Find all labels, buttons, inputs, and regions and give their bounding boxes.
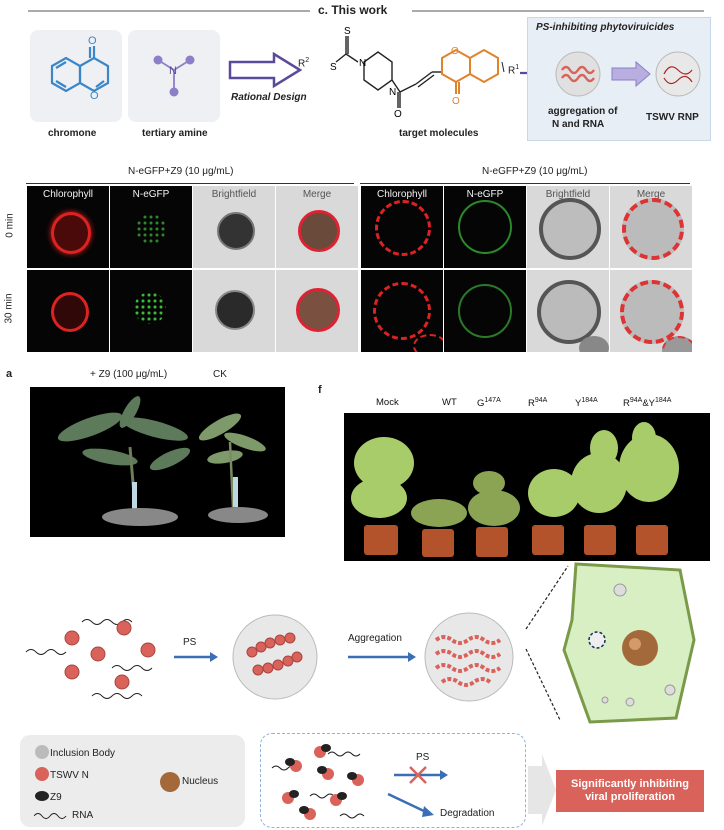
panel-a-letter: a <box>6 368 13 380</box>
panel-f-photo <box>344 413 710 561</box>
chromone-structure: O O <box>50 35 110 102</box>
svg-text:S: S <box>330 62 337 73</box>
left-group-rule <box>26 183 354 184</box>
result-label-2: viral proliferation <box>585 791 675 803</box>
mic-left-chlorophyll-0: Chlorophyll <box>27 186 109 268</box>
legend-z9: Z9 <box>50 792 62 803</box>
mic-right-merge-0: Merge <box>610 186 692 268</box>
svg-text:O: O <box>394 109 402 120</box>
mic-left-gfp-30 <box>110 270 192 352</box>
mic-left-brightfield-30 <box>193 270 275 352</box>
rational-design-label: Rational Design <box>231 92 307 103</box>
svg-text:O: O <box>90 90 99 102</box>
rnp-label: TSWV RNP <box>646 112 699 123</box>
right-group-title: N-eGFP+Z9 (10 μg/mL) <box>482 166 588 177</box>
section-rule-right <box>412 10 704 12</box>
legend-inclusion-body: Inclusion Body <box>50 748 116 759</box>
section-title: c. This work <box>318 3 388 17</box>
ps-label-1: PS <box>183 637 197 648</box>
panel-f-label-r94a: R94A <box>528 397 548 410</box>
result-box: Significantly inhibiting viral prolifera… <box>556 770 704 812</box>
aggregation-arrow <box>348 652 416 662</box>
legend-rna: RNA <box>72 810 94 821</box>
row-label-0min: 0 min <box>4 213 16 238</box>
r1-substituent: R1 <box>508 64 520 77</box>
z9-bound-n-complexes <box>271 744 365 820</box>
chromone-label: chromone <box>48 128 97 139</box>
panel-f-label-y184a: Y184A <box>575 397 598 410</box>
mic-left-gfp-0: N-eGFP <box>110 186 192 268</box>
result-arrow <box>528 754 556 826</box>
degradation-label: Degradation <box>440 808 495 819</box>
plant-cell <box>525 562 696 724</box>
mic-right-chlorophyll-0: Chlorophyll <box>361 186 443 268</box>
aggregation-label: Aggregation <box>348 633 402 644</box>
mic-right-brightfield-30 <box>527 270 609 352</box>
ps-arrow-1 <box>174 652 218 662</box>
rnp-illustration <box>555 51 701 97</box>
mic-right-gfp-30 <box>444 270 526 352</box>
svg-text:N: N <box>359 58 366 69</box>
panel-f-label-wt: WT <box>442 397 457 408</box>
right-group-rule <box>360 183 690 184</box>
panel-a-treated-label: + Z9 (100 μg/mL) <box>90 369 168 380</box>
ps-blocked-arrow <box>394 766 448 784</box>
legend-nucleus: Nucleus <box>182 776 219 787</box>
left-group-title: N-eGFP+Z9 (10 μg/mL) <box>128 166 234 177</box>
ps-inhibiting-title: PS-inhibiting phytoviruicides <box>536 22 675 33</box>
mic-left-merge-0: Merge <box>276 186 358 268</box>
row-label-30min: 30 min <box>3 293 15 324</box>
mic-left-brightfield-0: Brightfield <box>193 186 275 268</box>
target-molecule-structure: S S N N O O O <box>330 26 505 120</box>
inclusion-body-1 <box>232 614 318 700</box>
degradation-box <box>260 733 526 828</box>
rational-design-arrow <box>228 52 303 88</box>
section-rule-left <box>28 10 310 12</box>
panel-a-photo <box>30 387 285 537</box>
svg-text:O: O <box>451 46 459 57</box>
degradation-arrow <box>387 792 434 817</box>
result-label-1: Significantly inhibiting <box>571 778 689 790</box>
panel-a-control-label: CK <box>213 369 227 380</box>
mic-left-merge-30 <box>276 270 358 352</box>
ps-inhibiting-box: PS-inhibiting phytoviruicides aggregatio… <box>527 17 711 141</box>
panel-f-label-mock: Mock <box>376 397 399 408</box>
inclusion-body-2 <box>424 612 514 702</box>
mic-right-chlorophyll-30 <box>361 270 443 352</box>
svg-text:O: O <box>452 96 460 107</box>
panel-f-letter: f <box>318 384 322 396</box>
mic-right-gfp-0: N-eGFP <box>444 186 526 268</box>
aggregation-label-2: N and RNA <box>552 119 605 130</box>
legend-symbols <box>34 745 180 819</box>
svg-text:N: N <box>389 87 396 98</box>
amine-label: tertiary amine <box>142 128 208 139</box>
legend-box <box>20 735 245 827</box>
amine-card: N <box>128 30 220 122</box>
aggregation-label-1: aggregation of <box>548 106 618 117</box>
mic-right-brightfield-0: Brightfield <box>527 186 609 268</box>
mic-right-merge-30 <box>610 270 692 352</box>
legend-tswv-n: TSWV N <box>50 770 89 781</box>
svg-text:S: S <box>344 26 351 37</box>
r2-substituent: R2 <box>298 57 310 70</box>
chromone-card: O O <box>30 30 122 122</box>
tertiary-amine-structure: N <box>153 55 195 97</box>
free-n-and-rna <box>25 619 156 699</box>
target-molecules-label: target molecules <box>399 128 479 139</box>
ps-blocked-label: PS <box>416 752 430 763</box>
panel-f-label-g147a: G147A <box>477 397 501 410</box>
svg-text:O: O <box>88 35 97 47</box>
mic-left-chlorophyll-30 <box>27 270 109 352</box>
svg-text:N: N <box>169 65 177 77</box>
panel-f-label-r94a-y184a: R94A&Y184A <box>623 397 672 410</box>
